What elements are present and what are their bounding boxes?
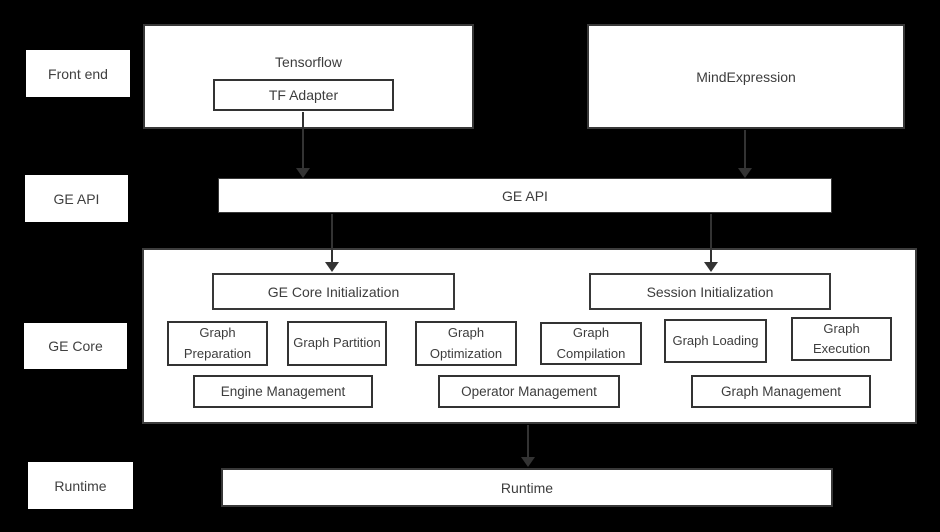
tensorflow-box: Tensorflow xyxy=(143,24,474,129)
arrow-mindexpression-to-ge-api xyxy=(738,130,752,178)
ge-core-initialization-label: GE Core Initialization xyxy=(267,283,400,300)
mindexpression-box: MindExpression xyxy=(587,24,905,129)
session-initialization-box: Session Initialization xyxy=(589,273,831,310)
graph-optimization-label: Graph Optimization xyxy=(429,325,503,361)
arrow-ge-api-to-session-initialization xyxy=(704,214,718,272)
row-label-runtime: Runtime xyxy=(28,462,133,509)
graph-loading-box: Graph Loading xyxy=(664,319,767,363)
mindexpression-label: MindExpression xyxy=(696,68,796,85)
row-label-front-end-text: Front end xyxy=(48,65,108,82)
ge-core-initialization-box: GE Core Initialization xyxy=(212,273,455,310)
arrow-ge-api-to-core-initialization xyxy=(325,214,339,272)
tf-adapter-box: TF Adapter xyxy=(213,79,394,111)
graph-partition-box: Graph Partition xyxy=(287,321,387,366)
graph-preparation-label: Graph Preparation xyxy=(183,325,252,361)
tensorflow-label: Tensorflow xyxy=(275,54,342,70)
ge-api-bar: GE API xyxy=(218,178,832,213)
graph-compilation-box: Graph Compilation xyxy=(540,322,642,365)
graph-compilation-label: Graph Compilation xyxy=(556,325,626,361)
session-initialization-label: Session Initialization xyxy=(646,283,774,300)
engine-management-label: Engine Management xyxy=(220,384,346,399)
row-label-front-end: Front end xyxy=(26,50,130,97)
tf-adapter-label: TF Adapter xyxy=(268,87,339,103)
graph-partition-label: Graph Partition xyxy=(293,335,381,351)
row-label-ge-core-text: GE Core xyxy=(48,338,103,354)
graph-management-box: Graph Management xyxy=(691,375,871,408)
graph-optimization-box: Graph Optimization xyxy=(415,321,517,366)
arrow-tf-adapter-to-ge-api xyxy=(296,112,310,178)
runtime-bar-label: Runtime xyxy=(500,479,554,496)
graph-execution-label: Graph Execution xyxy=(812,320,871,356)
graph-management-label: Graph Management xyxy=(720,384,842,399)
graph-execution-box: Graph Execution xyxy=(791,317,892,361)
ge-api-bar-label: GE API xyxy=(502,187,548,204)
row-label-ge-core: GE Core xyxy=(24,323,127,369)
row-label-ge-api-text: GE API xyxy=(53,190,100,207)
arrow-ge-core-to-runtime xyxy=(521,425,535,467)
engine-management-box: Engine Management xyxy=(193,375,373,408)
graph-preparation-box: Graph Preparation xyxy=(167,321,268,366)
operator-management-box: Operator Management xyxy=(438,375,620,408)
graph-loading-label: Graph Loading xyxy=(672,332,759,348)
row-label-runtime-text: Runtime xyxy=(54,477,107,494)
operator-management-label: Operator Management xyxy=(461,384,597,399)
row-label-ge-api: GE API xyxy=(25,175,128,222)
runtime-bar: Runtime xyxy=(221,468,833,507)
